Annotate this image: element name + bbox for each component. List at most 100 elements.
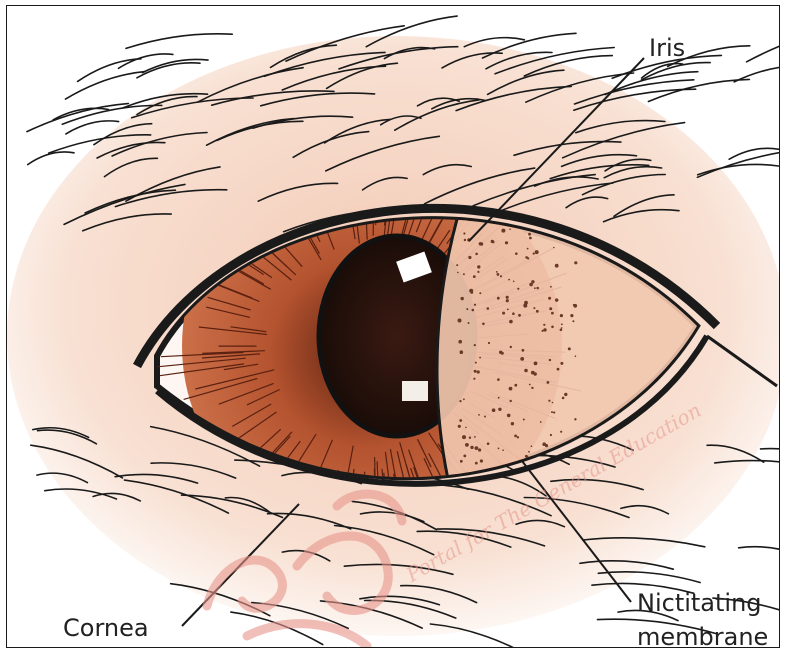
- membrane-dot: [473, 275, 476, 278]
- membrane-dot: [536, 310, 539, 313]
- membrane-dot: [527, 248, 529, 250]
- membrane-dot: [540, 421, 542, 423]
- membrane-dot: [560, 362, 563, 365]
- membrane-dot: [475, 462, 478, 465]
- membrane-dot: [497, 378, 500, 381]
- membrane-dot: [550, 434, 552, 436]
- membrane-dot: [477, 370, 480, 373]
- fur-stroke: [747, 24, 780, 61]
- label-iris: Iris: [649, 34, 685, 62]
- membrane-dot: [549, 359, 551, 361]
- membrane-dot: [473, 378, 475, 380]
- membrane-dot: [470, 291, 473, 294]
- membrane-dot: [459, 400, 461, 402]
- membrane-dot: [555, 264, 559, 268]
- membrane-dot: [472, 309, 475, 312]
- membrane-dot: [551, 326, 554, 329]
- membrane-dot: [533, 307, 535, 309]
- membrane-dot: [560, 431, 562, 433]
- membrane-dot: [574, 261, 577, 264]
- membrane-dot: [464, 239, 466, 241]
- membrane-dot: [502, 312, 505, 315]
- fur-stroke: [66, 72, 145, 100]
- membrane-dot: [535, 250, 539, 254]
- membrane-dot: [534, 287, 536, 289]
- membrane-dot: [459, 419, 462, 422]
- membrane-dot: [548, 297, 551, 300]
- membrane-dot: [520, 357, 524, 361]
- membrane-dot: [514, 384, 517, 387]
- membrane-dot: [492, 408, 496, 412]
- membrane-dot: [468, 322, 470, 324]
- membrane-dot: [560, 314, 563, 317]
- membrane-dot: [536, 287, 539, 290]
- membrane-dot: [523, 304, 527, 308]
- membrane-dot: [479, 357, 481, 359]
- membrane-dot: [507, 309, 509, 311]
- membrane-dot: [484, 416, 486, 418]
- membrane-dot: [456, 264, 458, 266]
- membrane-dot: [465, 443, 469, 447]
- membrane-dot: [534, 362, 538, 366]
- membrane-dot: [575, 355, 577, 357]
- membrane-dot: [542, 442, 546, 446]
- membrane-dot: [515, 252, 518, 255]
- membrane-dot: [509, 320, 513, 324]
- membrane-dot: [555, 298, 558, 301]
- membrane-dot: [460, 460, 463, 463]
- membrane-dot: [457, 272, 459, 274]
- membrane-dot: [482, 323, 485, 326]
- membrane-dot: [553, 247, 555, 249]
- membrane-dot: [512, 312, 515, 315]
- membrane-dot: [479, 292, 481, 294]
- membrane-dot: [501, 229, 505, 233]
- highlight-lower: [402, 381, 428, 401]
- membrane-dot: [510, 346, 512, 348]
- membrane-dot: [525, 256, 528, 259]
- membrane-dot: [470, 446, 473, 449]
- membrane-dot: [531, 371, 535, 375]
- membrane-dot: [509, 229, 511, 231]
- membrane-dot: [551, 411, 553, 413]
- membrane-dot: [496, 271, 498, 273]
- label-cornea: Cornea: [63, 614, 149, 642]
- membrane-dot: [477, 271, 479, 273]
- membrane-dot: [528, 233, 531, 236]
- membrane-dot: [502, 449, 504, 451]
- membrane-dot: [498, 448, 500, 450]
- eye-illustration: [7, 6, 780, 648]
- membrane-dot: [478, 448, 481, 451]
- membrane-dot: [463, 455, 466, 458]
- membrane-dot: [498, 397, 500, 399]
- membrane-dot: [507, 414, 511, 418]
- membrane-dot: [531, 445, 533, 447]
- membrane-dot: [547, 381, 550, 384]
- membrane-dot: [480, 242, 484, 246]
- membrane-dot: [474, 436, 476, 438]
- membrane-dot: [474, 344, 476, 346]
- membrane-dot: [505, 241, 508, 244]
- membrane-dot: [529, 384, 531, 386]
- label-nictitating-line1: Nictitating: [637, 589, 762, 617]
- membrane-dot: [466, 308, 468, 310]
- fur-stroke: [28, 152, 74, 165]
- membrane-dot: [548, 400, 550, 402]
- membrane-dot: [480, 459, 483, 462]
- membrane-dot: [572, 320, 574, 322]
- membrane-dot: [463, 273, 465, 275]
- membrane-dot: [528, 451, 530, 453]
- fur-stroke: [66, 121, 119, 134]
- membrane-dot: [552, 402, 554, 404]
- membrane-dot: [458, 340, 462, 344]
- membrane-dot: [498, 408, 501, 411]
- membrane-dot: [463, 232, 465, 234]
- membrane-dot: [529, 237, 532, 240]
- membrane-dot: [533, 253, 535, 255]
- membrane-dot: [574, 418, 576, 420]
- membrane-dot: [469, 437, 471, 439]
- membrane-dot: [564, 393, 567, 396]
- membrane-dot: [491, 240, 494, 243]
- membrane-dot: [524, 369, 528, 373]
- membrane-dot: [573, 304, 575, 306]
- membrane-dot: [551, 312, 554, 315]
